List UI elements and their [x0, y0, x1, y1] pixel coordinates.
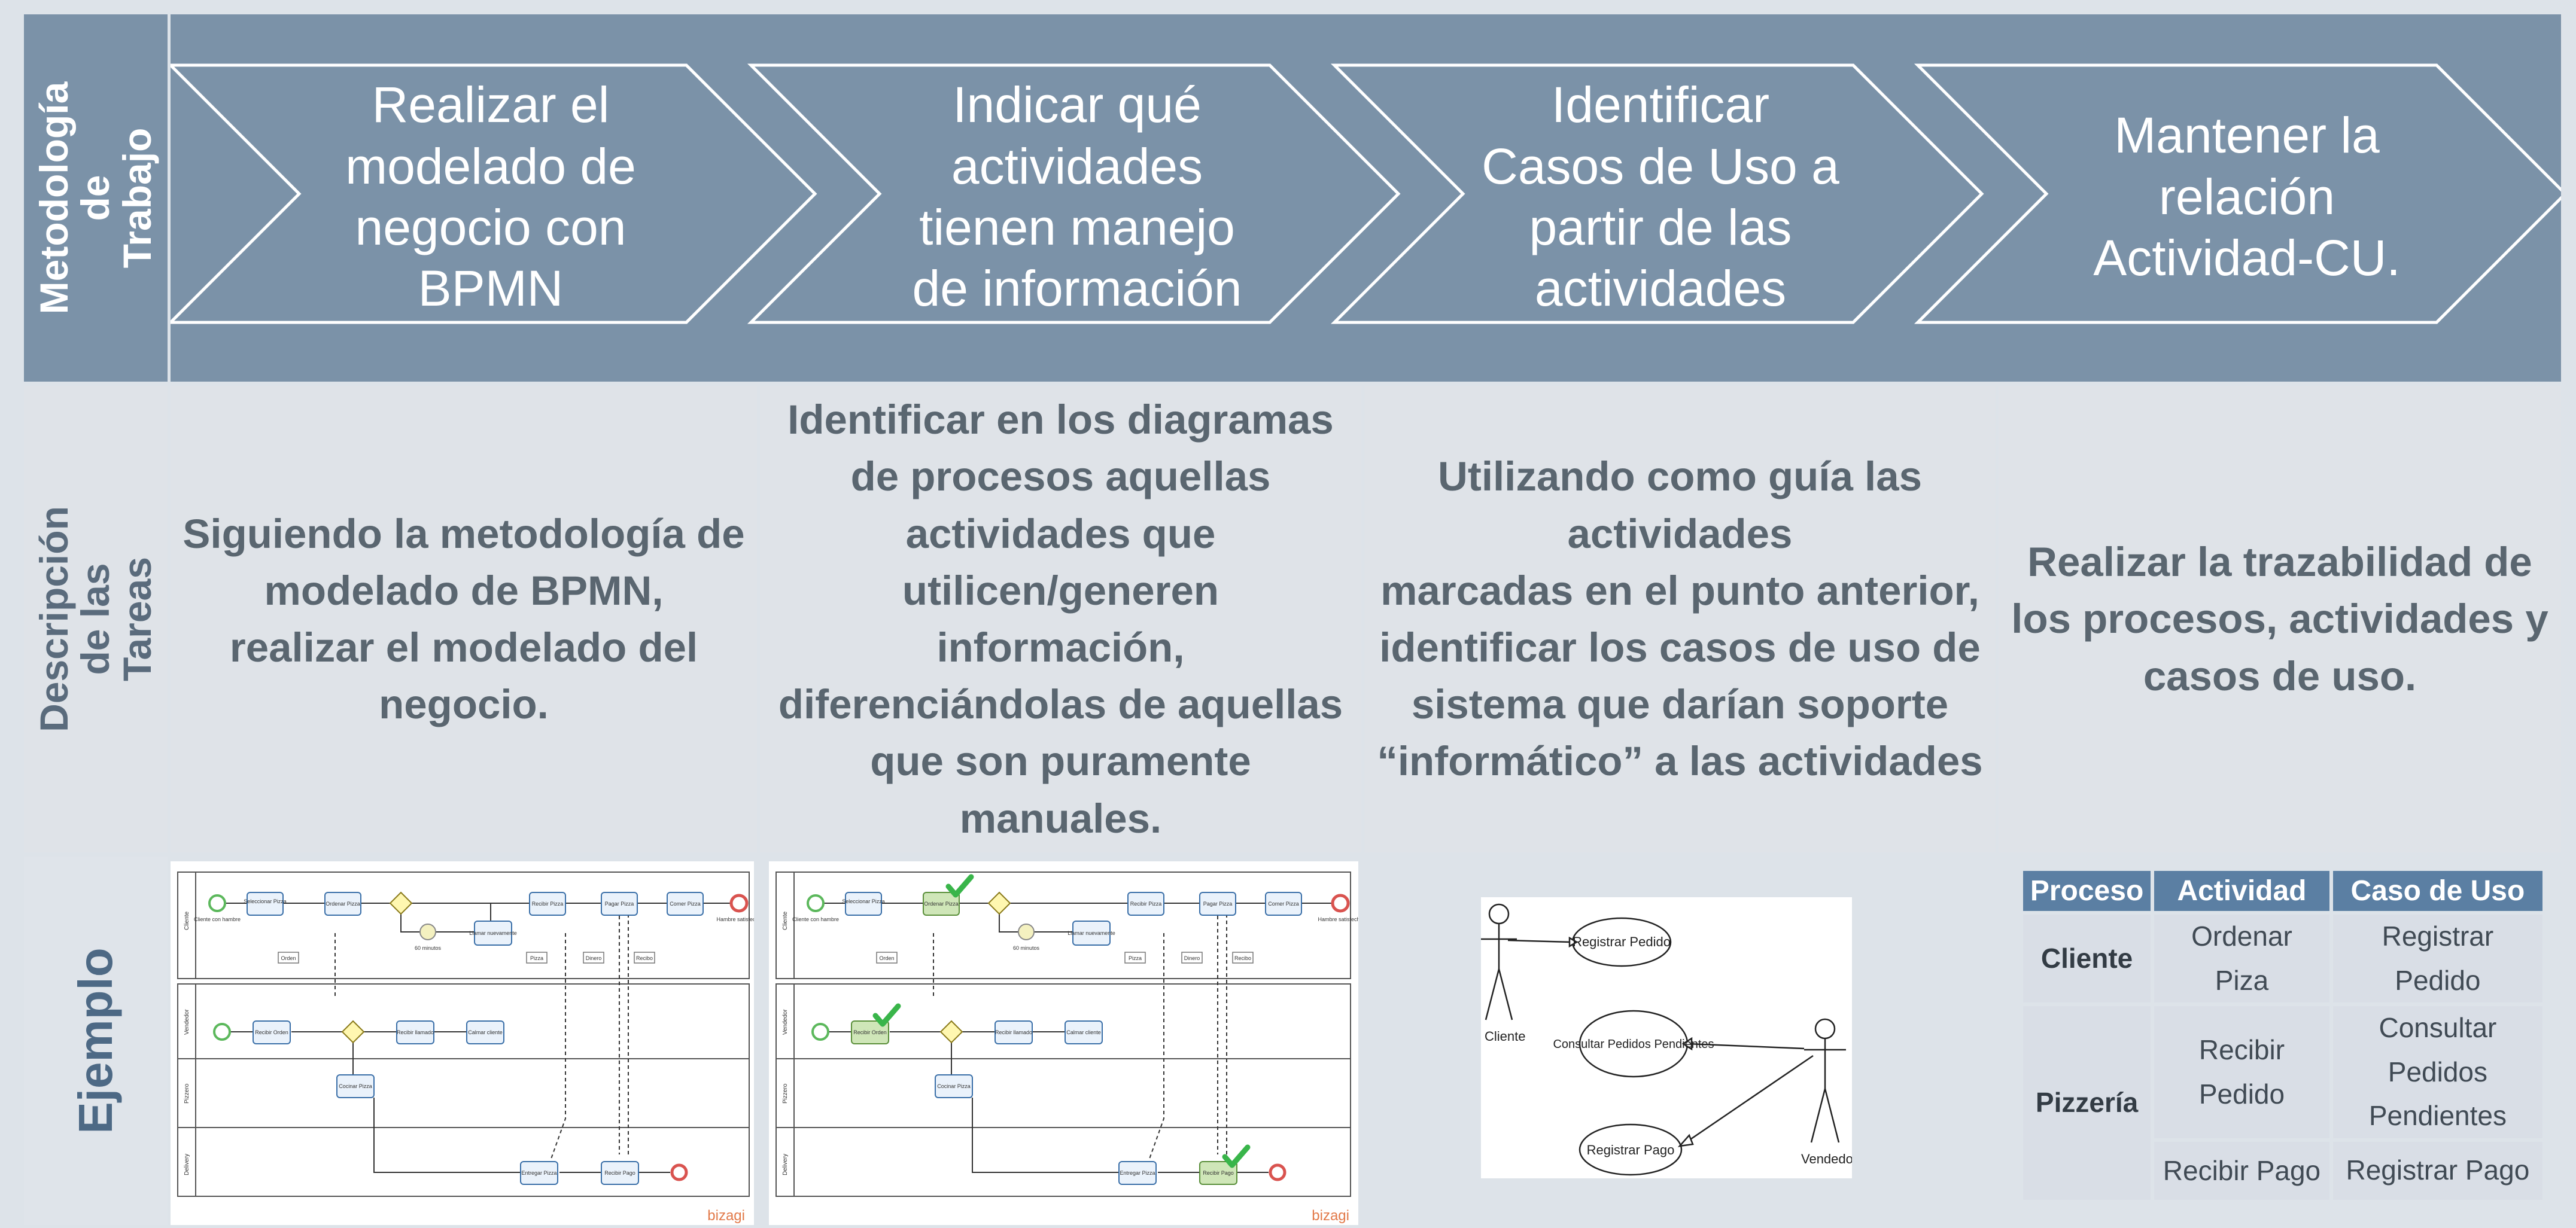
svg-text:Llamar nuevamente: Llamar nuevamente	[469, 930, 517, 936]
bizagi-logo-2: bizagi	[1312, 1208, 1349, 1224]
svg-text:Cliente con hambre: Cliente con hambre	[792, 916, 839, 922]
svg-text:Hambre satisfecho: Hambre satisfecho	[716, 916, 754, 922]
svg-text:Cocinar Pizza: Cocinar Pizza	[937, 1083, 971, 1089]
svg-text:Recibir Pago: Recibir Pago	[604, 1170, 635, 1176]
svg-text:Seleccionar Pizza: Seleccionar Pizza	[842, 898, 885, 904]
svg-text:60 minutos: 60 minutos	[1013, 945, 1040, 951]
step-chevron-4	[1914, 63, 2561, 324]
table-cell-usecase: Registrar Pedido	[2332, 915, 2542, 1003]
svg-text:Cliente con hambre: Cliente con hambre	[194, 916, 241, 922]
table-cell-process: Cliente	[2023, 915, 2151, 1003]
svg-text:Hambre satisfecho: Hambre satisfecho	[1318, 916, 1358, 922]
svg-text:Vendedor: Vendedor	[782, 1009, 789, 1035]
svg-text:Pagar Pizza: Pagar Pizza	[1203, 901, 1233, 907]
svg-text:Delivery: Delivery	[782, 1154, 789, 1175]
svg-text:Dinero: Dinero	[1184, 955, 1200, 961]
table-header-proceso: Proceso	[2023, 871, 2151, 911]
step-2-text: Indicar qué actividades tienen manejo de…	[912, 77, 1242, 317]
traceability-table: Proceso Actividad Caso de Uso Cliente Or…	[2020, 867, 2546, 1203]
svg-text:Cocinar Pizza: Cocinar Pizza	[339, 1083, 372, 1089]
svg-text:Pizza: Pizza	[530, 955, 543, 961]
bizagi-logo-1: bizagi	[707, 1208, 745, 1224]
check-icon	[945, 874, 974, 898]
step-3-text: Identificar Casos de Uso a partir de las…	[1482, 77, 1839, 317]
step-1-text: Realizar el modelado de negocio con BPMN	[345, 77, 636, 317]
step-chevron-1	[171, 63, 817, 324]
svg-text:Cliente: Cliente	[782, 911, 789, 930]
table-row: Recibir Pago Registrar Pago	[2023, 1141, 2542, 1200]
usecase-consultar-pedidos: Consultar Pedidos Pendientes	[1553, 1038, 1714, 1051]
svg-text:Recibir Orden: Recibir Orden	[255, 1029, 288, 1035]
check-icon	[872, 1003, 901, 1027]
svg-text:Comer Pizza: Comer Pizza	[1268, 901, 1299, 907]
svg-text:Dinero: Dinero	[586, 955, 602, 961]
description-3: Utilizando como guía las actividades mar…	[1364, 386, 1996, 852]
table-cell-activity: Recibir Pedido	[2154, 1006, 2329, 1138]
description-1: Siguiendo la metodología de modelado de …	[171, 386, 757, 852]
table-cell-activity: Recibir Pago	[2154, 1141, 2329, 1200]
table-cell-usecase: Registrar Pago	[2332, 1141, 2542, 1200]
lane-cliente-label: Cliente	[184, 911, 190, 930]
svg-text:Orden: Orden	[879, 955, 894, 961]
actor-cliente-label: Cliente	[1485, 1029, 1525, 1044]
svg-text:Recibir Pizza: Recibir Pizza	[1130, 901, 1162, 907]
svg-text:Seleccionar Pizza: Seleccionar Pizza	[244, 898, 287, 904]
step-chevrons	[171, 63, 2561, 324]
svg-text:Recibir Pizza: Recibir Pizza	[532, 901, 564, 907]
usecase-registrar-pago: Registrar Pago	[1587, 1142, 1675, 1157]
step-chevron-3	[1330, 63, 1984, 324]
bpmn-diagram-1-svg: Cliente Vendedor Pizzero Delivery	[177, 872, 762, 1224]
table-cell-process: Pizzería	[2023, 1006, 2151, 1200]
svg-text:60 minutos: 60 minutos	[415, 945, 442, 951]
svg-text:Ordenar Pizza: Ordenar Pizza	[924, 901, 959, 907]
svg-text:Recibir Orden: Recibir Orden	[853, 1029, 887, 1035]
table-row: Pizzería Recibir Pedido Consultar Pedido…	[2023, 1006, 2542, 1200]
svg-text:Ordenar Pizza: Ordenar Pizza	[326, 901, 360, 907]
table-header-caso-de-uso: Caso de Uso	[2332, 871, 2542, 911]
table-cell-usecase: Consultar Pedidos Pendientes	[2332, 1006, 2542, 1138]
svg-text:Pizzero: Pizzero	[782, 1083, 789, 1104]
uml-usecase-diagram: Cliente Vendedor Registrar Pedido Consul…	[1481, 897, 1857, 1178]
svg-text:Calmar cliente: Calmar cliente	[1066, 1029, 1101, 1035]
svg-text:Pagar Pizza: Pagar Pizza	[605, 901, 634, 907]
svg-text:Recibir Pago: Recibir Pago	[1203, 1170, 1234, 1176]
bpmn-diagram-1: Cliente Vendedor Pizzero Delivery	[171, 861, 762, 1225]
row-methodology-label: Metodología de Trabajo	[32, 81, 159, 315]
lane-vendedor-label: Vendedor	[184, 1009, 190, 1035]
table-header-row: Proceso Actividad Caso de Uso	[2023, 871, 2542, 911]
description-2: Identificar en los diagramas de procesos…	[760, 386, 1361, 852]
svg-text:Entregar Pizza: Entregar Pizza	[521, 1170, 556, 1176]
actor-vendedor-label: Vendedor	[1801, 1151, 1852, 1166]
svg-text:Llamar nuevamente: Llamar nuevamente	[1067, 930, 1115, 936]
usecase-registrar-pedido: Registrar Pedido	[1573, 934, 1671, 949]
step-chevron-2	[747, 63, 1401, 324]
svg-text:Recibo: Recibo	[1234, 955, 1251, 961]
step-4-text: Mantener la relación Actividad-CU.	[2093, 107, 2401, 287]
svg-text:Recibir llamado: Recibir llamado	[397, 1029, 434, 1035]
row-example-label: Ejemplo	[69, 947, 122, 1134]
row-example-label-cell: Ejemplo	[24, 857, 168, 1225]
bpmn-diagram-2-svg: Cliente Vendedor Pizzero Delivery	[775, 872, 1363, 1224]
row-methodology-label-cell: Metodología de Trabajo	[24, 14, 168, 382]
row-description-label: Descripción de las Tareas	[32, 506, 159, 732]
svg-text:Orden: Orden	[281, 955, 296, 961]
table-row: Cliente Ordenar Piza Registrar Pedido	[2023, 915, 2542, 1003]
table-cell-activity: Ordenar Piza	[2154, 915, 2329, 1003]
lane-pizzero-label: Pizzero	[184, 1083, 190, 1104]
table-header-actividad: Actividad	[2154, 871, 2329, 911]
bpmn-diagram-2: Cliente Vendedor Pizzero Delivery	[769, 861, 1363, 1225]
svg-text:Pizza: Pizza	[1129, 955, 1142, 961]
check-icon	[1222, 1144, 1251, 1168]
methodology-band: Realizar el modelado de negocio con BPMN…	[171, 14, 2561, 382]
uml-usecase-svg: Cliente Vendedor Registrar Pedido Consul…	[1481, 903, 1857, 1176]
svg-text:Recibo: Recibo	[636, 955, 653, 961]
lane-delivery-label: Delivery	[184, 1154, 190, 1175]
svg-text:Recibir llamado: Recibir llamado	[995, 1029, 1032, 1035]
row-description-label-cell: Descripción de las Tareas	[24, 386, 168, 852]
svg-text:Entregar Pizza: Entregar Pizza	[1120, 1170, 1155, 1176]
svg-text:Comer Pizza: Comer Pizza	[670, 901, 701, 907]
svg-text:Calmar cliente: Calmar cliente	[468, 1029, 503, 1035]
description-4: Realizar la trazabilidad de los procesos…	[1999, 386, 2561, 852]
